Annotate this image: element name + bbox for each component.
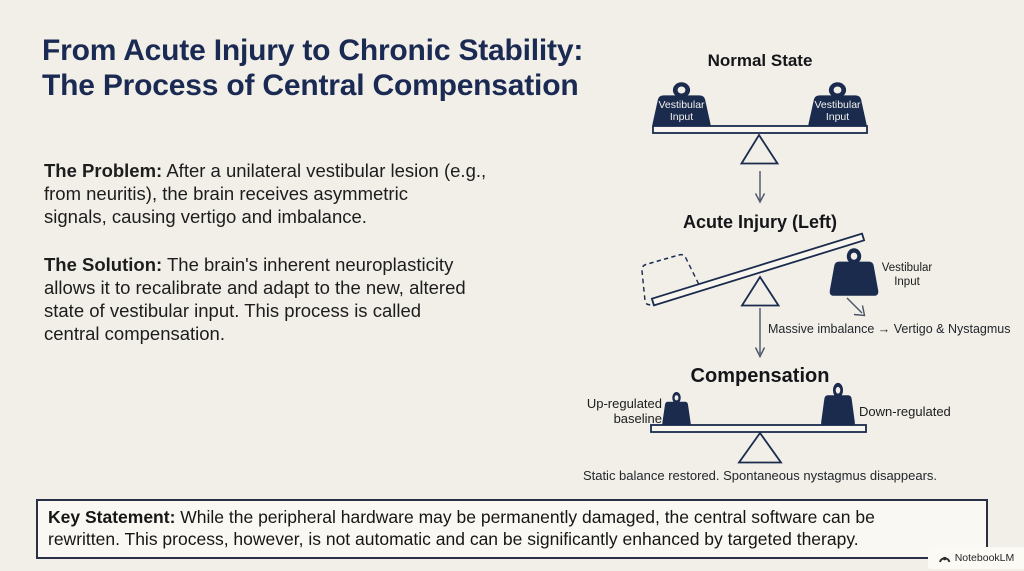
key-statement-box: Key Statement: While the peripheral hard… <box>36 499 988 559</box>
compensation-title: Compensation <box>690 365 830 387</box>
flow-arrow-down-2 <box>754 308 766 359</box>
problem-text: After a unilateral vestibular lesion (e.… <box>44 160 487 227</box>
solution-text: The brain's inherent neuroplasticity all… <box>44 254 466 344</box>
balance-beam-tilted <box>650 232 866 307</box>
acute-caption: Massive imbalance → Vertigo & Nystagmus <box>768 322 1011 336</box>
fulcrum <box>737 431 783 464</box>
solution-paragraph: The Solution: The brain's inherent neuro… <box>44 254 564 346</box>
balance-beam <box>652 125 868 134</box>
compensation-left-label: Up-regulated baseline <box>586 396 662 427</box>
fulcrum <box>740 275 781 307</box>
normal-state-title: Normal State <box>707 51 813 70</box>
solution-label: The Solution: <box>44 254 163 275</box>
fulcrum <box>739 133 780 165</box>
normal-left-weight-label: Vestibular Input <box>658 99 705 124</box>
key-statement-label: Key Statement: <box>48 507 176 527</box>
compensation-caption: Static balance restored. Spontaneous nys… <box>582 468 938 483</box>
weight-icon <box>830 250 879 295</box>
acute-seesaw <box>634 232 879 317</box>
notebooklm-watermark: NotebookLM <box>928 547 1024 569</box>
small-weight-icon <box>662 394 690 427</box>
compensation-right-label: Down-regulated <box>859 404 951 419</box>
problem-paragraph: The Problem: After a unilateral vestibul… <box>44 160 564 229</box>
acute-injury-title: Acute Injury (Left) <box>682 212 837 232</box>
balance-beam <box>650 424 867 433</box>
acute-weight-label: Vestibular Input <box>881 262 933 288</box>
slide-title: From Acute Injury to Chronic Stability: … <box>42 34 584 102</box>
weight-caption-arrow <box>846 297 866 317</box>
problem-label: The Problem: <box>44 160 163 181</box>
normal-seesaw <box>652 84 868 165</box>
notebooklm-logo-icon <box>938 556 951 562</box>
notebooklm-label: NotebookLM <box>954 552 1015 564</box>
weight-icon <box>821 385 855 427</box>
compensation-seesaw <box>650 385 867 464</box>
key-statement-text: While the peripheral hardware may be per… <box>48 507 875 550</box>
flow-arrow-down-1 <box>754 171 766 204</box>
normal-right-weight-label: Vestibular Input <box>814 99 861 124</box>
